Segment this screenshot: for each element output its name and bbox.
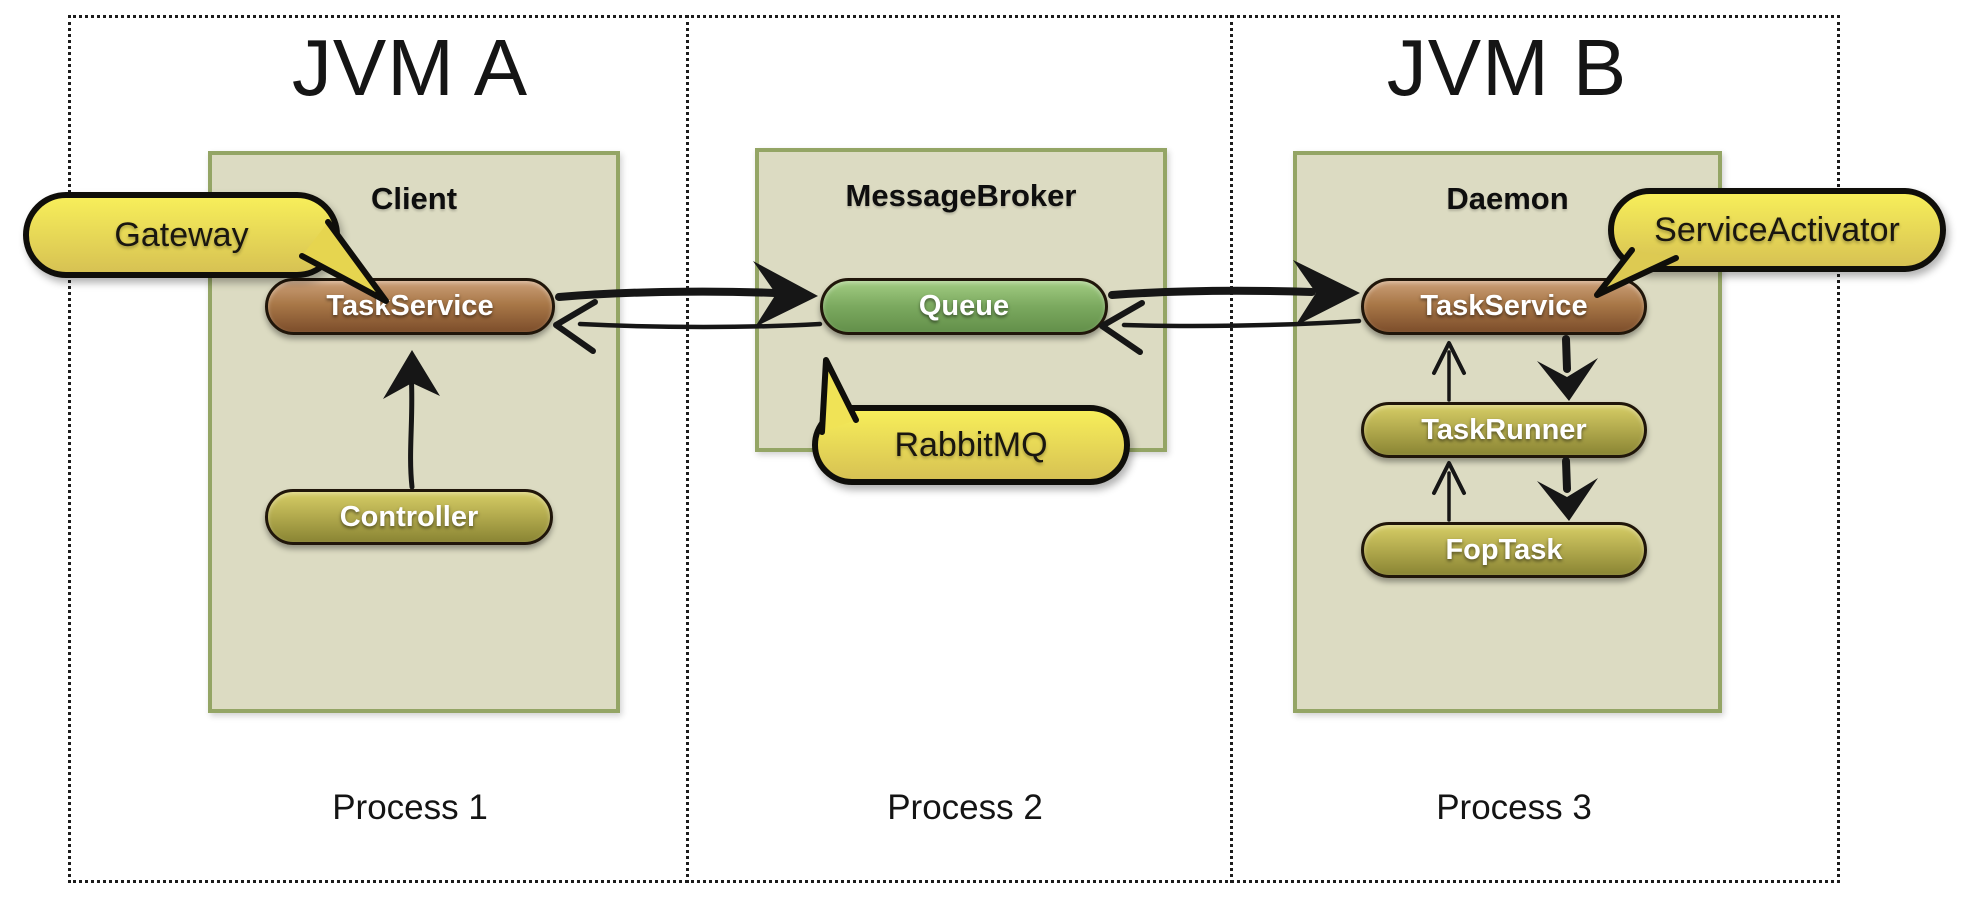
rabbitmq-callout: RabbitMQ (812, 405, 1130, 485)
gateway-callout: Gateway (23, 192, 340, 278)
process-divider-1 (686, 15, 689, 883)
daemon-box-title: Daemon (1446, 181, 1569, 216)
controller-node: Controller (265, 489, 553, 545)
client-box: Client (208, 151, 620, 713)
client-box-title: Client (370, 181, 458, 216)
process-3-label: Process 3 (1436, 788, 1592, 827)
task-service-a-node: TaskService (265, 278, 555, 335)
task-service-b-node: TaskService (1361, 278, 1647, 335)
task-runner-node: TaskRunner (1361, 402, 1647, 458)
message-broker-box-title: MessageBroker (845, 178, 1077, 213)
process-boundary-frame (68, 15, 1840, 883)
process-2-label: Process 2 (887, 788, 1043, 827)
jvm-b-title: JVM B (1386, 23, 1628, 112)
process-1-label: Process 1 (332, 788, 488, 827)
fop-task-node: FopTask (1361, 522, 1647, 578)
process-divider-2 (1230, 15, 1233, 883)
service-activator-callout: ServiceActivator (1608, 188, 1946, 272)
queue-node: Queue (820, 278, 1108, 335)
jvm-a-title: JVM A (291, 23, 529, 112)
